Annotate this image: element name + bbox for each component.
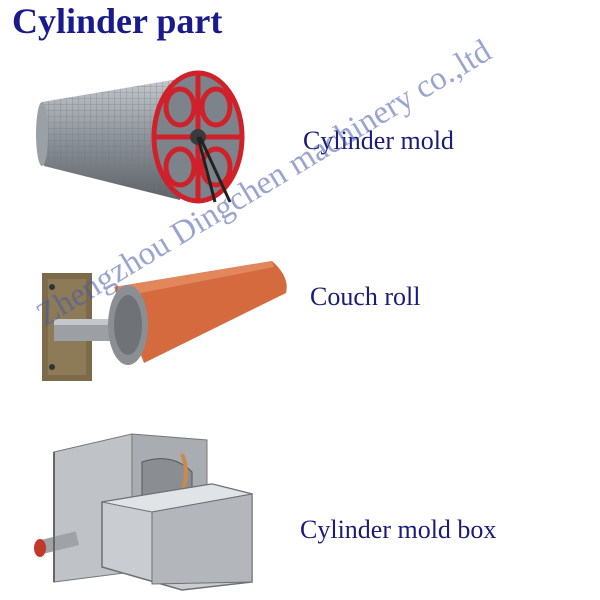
cylinder-mold-box-label: Cylinder mold box xyxy=(300,515,497,544)
couch-roll-image xyxy=(42,261,287,381)
cylinder-mold-label: Cylinder mold xyxy=(303,126,454,155)
page-title: Cylinder part xyxy=(12,1,223,41)
cylinder-mold-image xyxy=(36,70,245,204)
couch-roll-label: Couch roll xyxy=(310,282,421,311)
cylinder-mold-box-image xyxy=(34,433,253,591)
